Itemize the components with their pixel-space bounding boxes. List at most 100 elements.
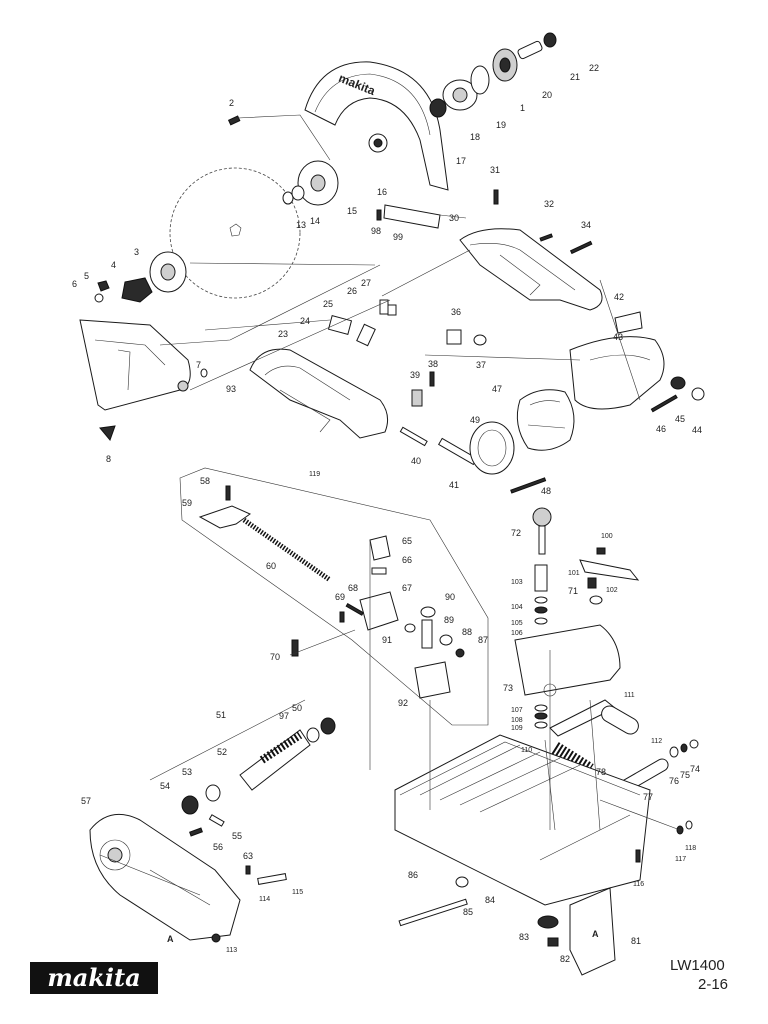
callout-102: 102 xyxy=(606,587,618,594)
screw-31 xyxy=(493,189,499,205)
washer-102 xyxy=(589,595,603,605)
callout-103: 103 xyxy=(511,579,523,586)
callout-68: 68 xyxy=(348,583,358,593)
callout-a-right: A xyxy=(592,929,599,939)
pin-58 xyxy=(225,485,231,501)
stator-47 xyxy=(516,389,575,451)
leader-lines xyxy=(99,114,681,896)
bearing-53 xyxy=(205,784,221,802)
callout-84: 84 xyxy=(485,895,495,905)
callout-20: 20 xyxy=(542,90,552,100)
spring-66 xyxy=(371,567,387,575)
washers-104-106 xyxy=(534,596,548,625)
callout-63: 63 xyxy=(243,851,253,861)
bolt-70 xyxy=(291,639,299,657)
handle-30 xyxy=(459,228,603,311)
callout-53: 53 xyxy=(182,767,192,777)
washer-13 xyxy=(282,191,294,205)
callout-105: 105 xyxy=(511,620,523,627)
callout-2: 2 xyxy=(229,98,234,108)
callout-23: 23 xyxy=(278,329,288,339)
callout-117: 117 xyxy=(675,856,686,863)
callout-76: 76 xyxy=(669,776,679,786)
sleeve-103 xyxy=(534,564,548,592)
callout-116: 116 xyxy=(633,881,644,888)
callout-54: 54 xyxy=(160,781,170,791)
callout-45: 45 xyxy=(675,414,685,424)
callout-46: 46 xyxy=(656,424,666,434)
callout-82: 82 xyxy=(560,954,570,964)
callout-30: 30 xyxy=(449,213,459,223)
callout-93: 93 xyxy=(226,384,236,394)
callout-56: 56 xyxy=(213,842,223,852)
callout-44: 44 xyxy=(692,425,702,435)
bolt-2 xyxy=(227,115,241,126)
screw-56 xyxy=(189,827,203,837)
bolt-46 xyxy=(650,394,678,413)
outer-flange xyxy=(297,160,339,206)
callout-34: 34 xyxy=(581,220,591,230)
callout-115: 115 xyxy=(292,889,303,896)
vise-plate-67 xyxy=(359,591,399,631)
lever-101 xyxy=(579,559,640,581)
screw-100 xyxy=(596,547,606,555)
callout-69: 69 xyxy=(335,592,345,602)
callout-110: 110 xyxy=(521,747,532,754)
screw-rod-60 xyxy=(242,517,332,583)
screw-72 xyxy=(532,507,552,555)
bearing-22 xyxy=(543,32,557,48)
spring-26-27 xyxy=(379,299,397,316)
callout-55: 55 xyxy=(232,831,242,841)
callout-88: 88 xyxy=(462,627,472,637)
callout-21: 21 xyxy=(570,72,580,82)
callout-27: 27 xyxy=(361,278,371,288)
callout-3: 3 xyxy=(134,247,139,257)
callout-60: 60 xyxy=(266,561,276,571)
callout-5: 5 xyxy=(84,271,89,281)
blade-guard: makita xyxy=(304,61,449,191)
callout-77: 77 xyxy=(643,792,653,802)
bolt-71 xyxy=(587,577,597,589)
callout-32: 32 xyxy=(544,199,554,209)
bearing-54 xyxy=(181,795,199,815)
shaft-114-115 xyxy=(257,873,287,885)
foot-83 xyxy=(537,915,559,929)
plate-99 xyxy=(383,204,441,229)
callout-71: 71 xyxy=(568,586,578,596)
brush-holder-45 xyxy=(670,376,686,390)
callout-89: 89 xyxy=(444,615,454,625)
callout-1: 1 xyxy=(520,103,525,113)
callout-67: 67 xyxy=(402,583,412,593)
ring-97 xyxy=(306,727,320,743)
callout-97: 97 xyxy=(279,711,289,721)
chip-deflector-81 xyxy=(569,887,616,976)
callout-98: 98 xyxy=(371,226,381,236)
callout-92: 92 xyxy=(398,698,408,708)
callout-73: 73 xyxy=(503,683,513,693)
callout-78: 78 xyxy=(596,767,606,777)
pin-93 xyxy=(200,368,208,378)
plate-92 xyxy=(414,661,451,699)
washer-88 xyxy=(439,634,453,646)
callout-74: 74 xyxy=(690,764,700,774)
callout-26: 26 xyxy=(347,286,357,296)
hex-nut-4 xyxy=(121,277,153,303)
key-55 xyxy=(208,814,225,827)
callout-99: 99 xyxy=(393,232,403,242)
fence-plate-73 xyxy=(514,624,621,697)
model-code: LW1400 xyxy=(670,957,725,974)
callout-18: 18 xyxy=(470,132,480,142)
callout-104: 104 xyxy=(511,604,523,611)
callout-a-left: A xyxy=(167,934,174,944)
callout-57: 57 xyxy=(81,796,91,806)
screws-116-118 xyxy=(635,820,693,863)
callout-41: 41 xyxy=(449,480,459,490)
roller-112 xyxy=(601,705,639,735)
nut-87 xyxy=(455,648,465,658)
callout-25: 25 xyxy=(323,299,333,309)
callout-108: 108 xyxy=(511,717,523,724)
spindle-21 xyxy=(517,40,543,60)
base-86 xyxy=(394,734,651,906)
screw-32 xyxy=(539,233,553,242)
callout-16: 16 xyxy=(377,187,387,197)
